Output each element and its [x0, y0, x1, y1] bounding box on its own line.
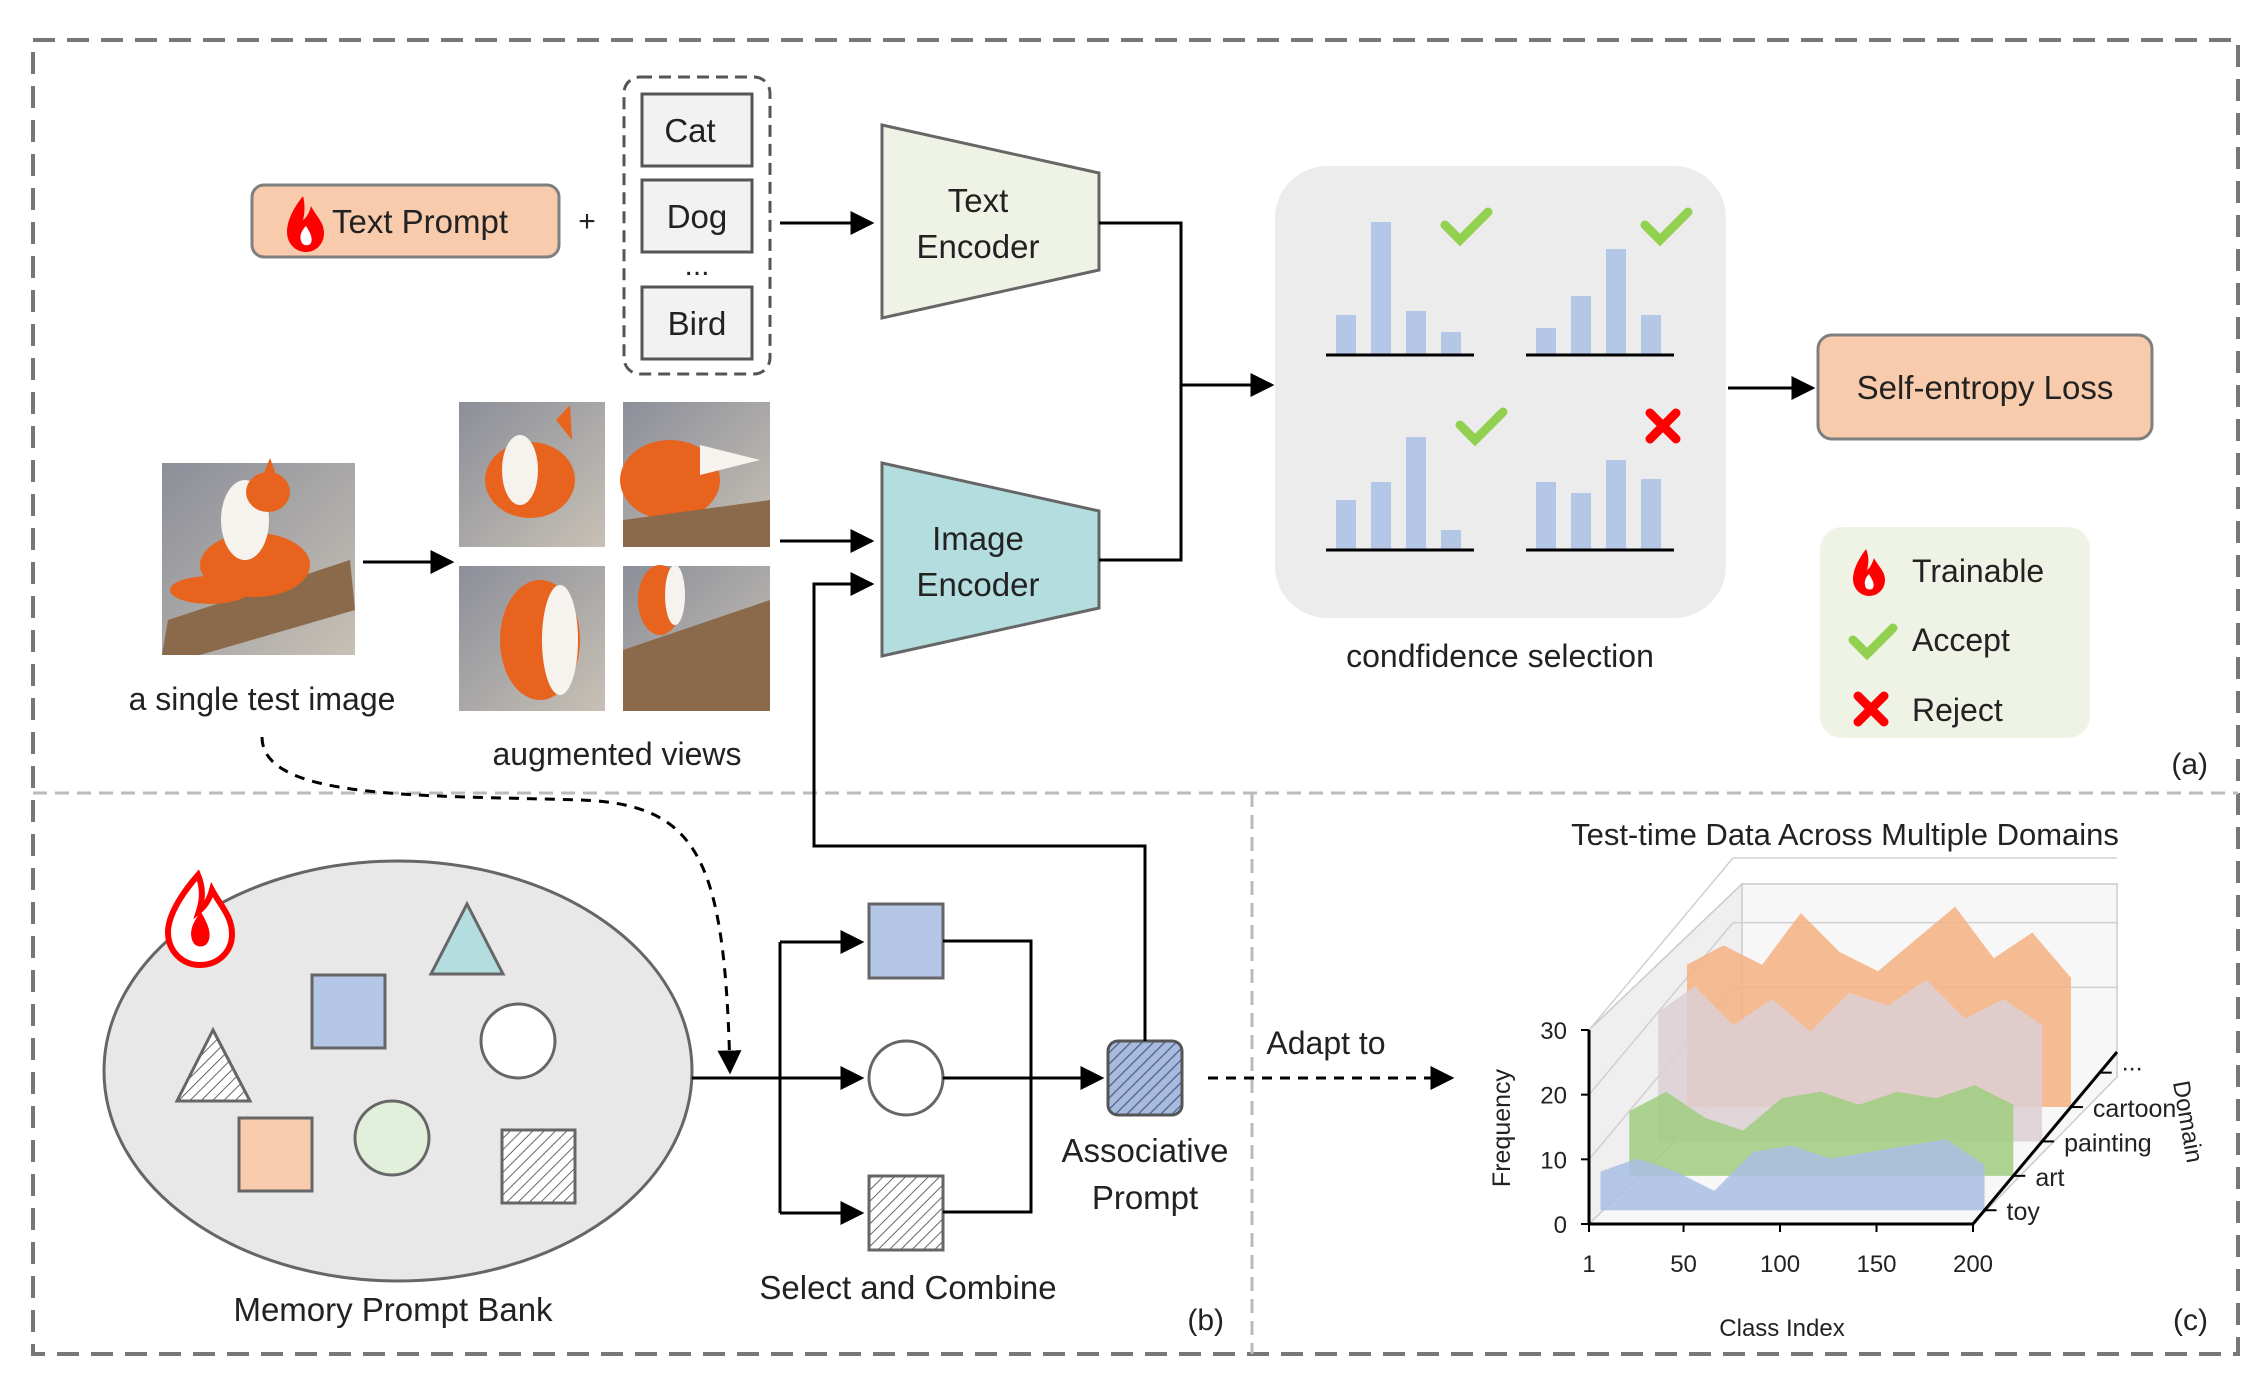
arrow-assoc-to-image-encoder: [812, 572, 1147, 1041]
y-tick-label: 30: [1540, 1018, 1567, 1045]
svg-text:Text: Text: [948, 182, 1009, 219]
x-tick-label: 200: [1953, 1251, 1993, 1278]
gridline: [1588, 922, 1734, 1096]
accept-icon: [1848, 623, 1898, 661]
x-tick-label: 150: [1856, 1251, 1896, 1278]
x-tick-label: 100: [1760, 1251, 1800, 1278]
class-dog: Dog: [667, 198, 728, 235]
flame-icon: [287, 196, 324, 252]
bank-label: Memory Prompt Bank: [233, 1291, 553, 1328]
domain-tick-label: art: [2035, 1164, 2064, 1192]
select-and-combine: [692, 902, 1105, 1252]
text-prompt-label: Text Prompt: [332, 203, 508, 240]
test-image: [162, 458, 355, 655]
associative-prompt: [1106, 1039, 1184, 1117]
y-tick-label: 0: [1554, 1212, 1567, 1239]
chart-title: Test-time Data Across Multiple Domains: [1571, 817, 2119, 852]
svg-text:Encoder: Encoder: [917, 228, 1040, 265]
y-axis-label: Frequency: [1488, 1068, 1516, 1187]
text-encoder: Text Encoder: [880, 123, 1101, 320]
image-encoder: Image Encoder: [880, 461, 1101, 658]
outer-frame: [31, 38, 2240, 1356]
histogram-4: [1526, 408, 1681, 552]
gridline: [1588, 857, 1734, 1031]
flame-icon: [164, 869, 236, 969]
loss-box: Self-entropy Loss: [1816, 333, 2154, 441]
tag-a: (a): [2171, 748, 2208, 781]
reject-icon: [1645, 408, 1681, 444]
assoc-label-1: Associative: [1062, 1132, 1229, 1169]
text-prompt-box: Text Prompt: [250, 183, 561, 259]
class-ellipsis: ...: [684, 249, 709, 282]
svg-text:Encoder: Encoder: [917, 566, 1040, 603]
domain-tick-label: cartoon: [2093, 1095, 2176, 1123]
connector-text-encoder: [1099, 221, 1183, 562]
class-cat: Cat: [664, 112, 715, 149]
y-tick-label: 10: [1540, 1147, 1567, 1174]
accept-icon: [1455, 407, 1508, 447]
domain-tick-label: painting: [2064, 1129, 2152, 1157]
confidence-selection: [1275, 166, 1726, 618]
class-bird: Bird: [668, 305, 727, 342]
series-layer: [1600, 906, 2071, 1211]
adapt-label: Adapt to: [1266, 1025, 1385, 1061]
accept-icon: [1440, 207, 1493, 247]
augmented-label: augmented views: [492, 736, 741, 772]
svg-text:Image: Image: [932, 520, 1024, 557]
svg-text:Reject: Reject: [1912, 692, 2003, 728]
single-image-label: a single test image: [129, 681, 396, 717]
augmented-views: [459, 402, 770, 711]
flame-icon: [1853, 549, 1885, 596]
legend: Trainable Accept Reject: [1820, 527, 2090, 738]
accept-icon: [1640, 207, 1693, 247]
domain-tick-label: toy: [2007, 1198, 2041, 1226]
assoc-label-2: Prompt: [1092, 1179, 1198, 1216]
histogram-3: [1326, 407, 1508, 552]
tag-b: (b): [1187, 1304, 1224, 1337]
svg-text:Accept: Accept: [1912, 622, 2010, 658]
reject-icon: [1853, 691, 1889, 727]
memory-prompt-bank: [102, 859, 694, 1283]
x-tick-label: 50: [1670, 1251, 1697, 1278]
svg-text:Trainable: Trainable: [1912, 553, 2044, 589]
selection-label: condfidence selection: [1346, 638, 1654, 674]
histogram-2: [1526, 207, 1693, 357]
select-label: Select and Combine: [759, 1269, 1056, 1306]
domain-tick-label: ...: [2122, 1049, 2143, 1077]
tag-c: (c): [2173, 1304, 2208, 1337]
series-area-toy: [1600, 1139, 1985, 1211]
x-tick-label: 1: [1582, 1251, 1595, 1278]
x-axis-label: Class Index: [1719, 1315, 1844, 1342]
svg-text:Self-entropy Loss: Self-entropy Loss: [1857, 369, 2114, 406]
histogram-1: [1326, 207, 1493, 357]
class-list: Cat Dog ... Bird: [622, 75, 772, 376]
depth-axis: [1971, 1051, 2119, 1225]
plus-sign: +: [578, 205, 596, 238]
y-tick-label: 20: [1540, 1083, 1567, 1110]
